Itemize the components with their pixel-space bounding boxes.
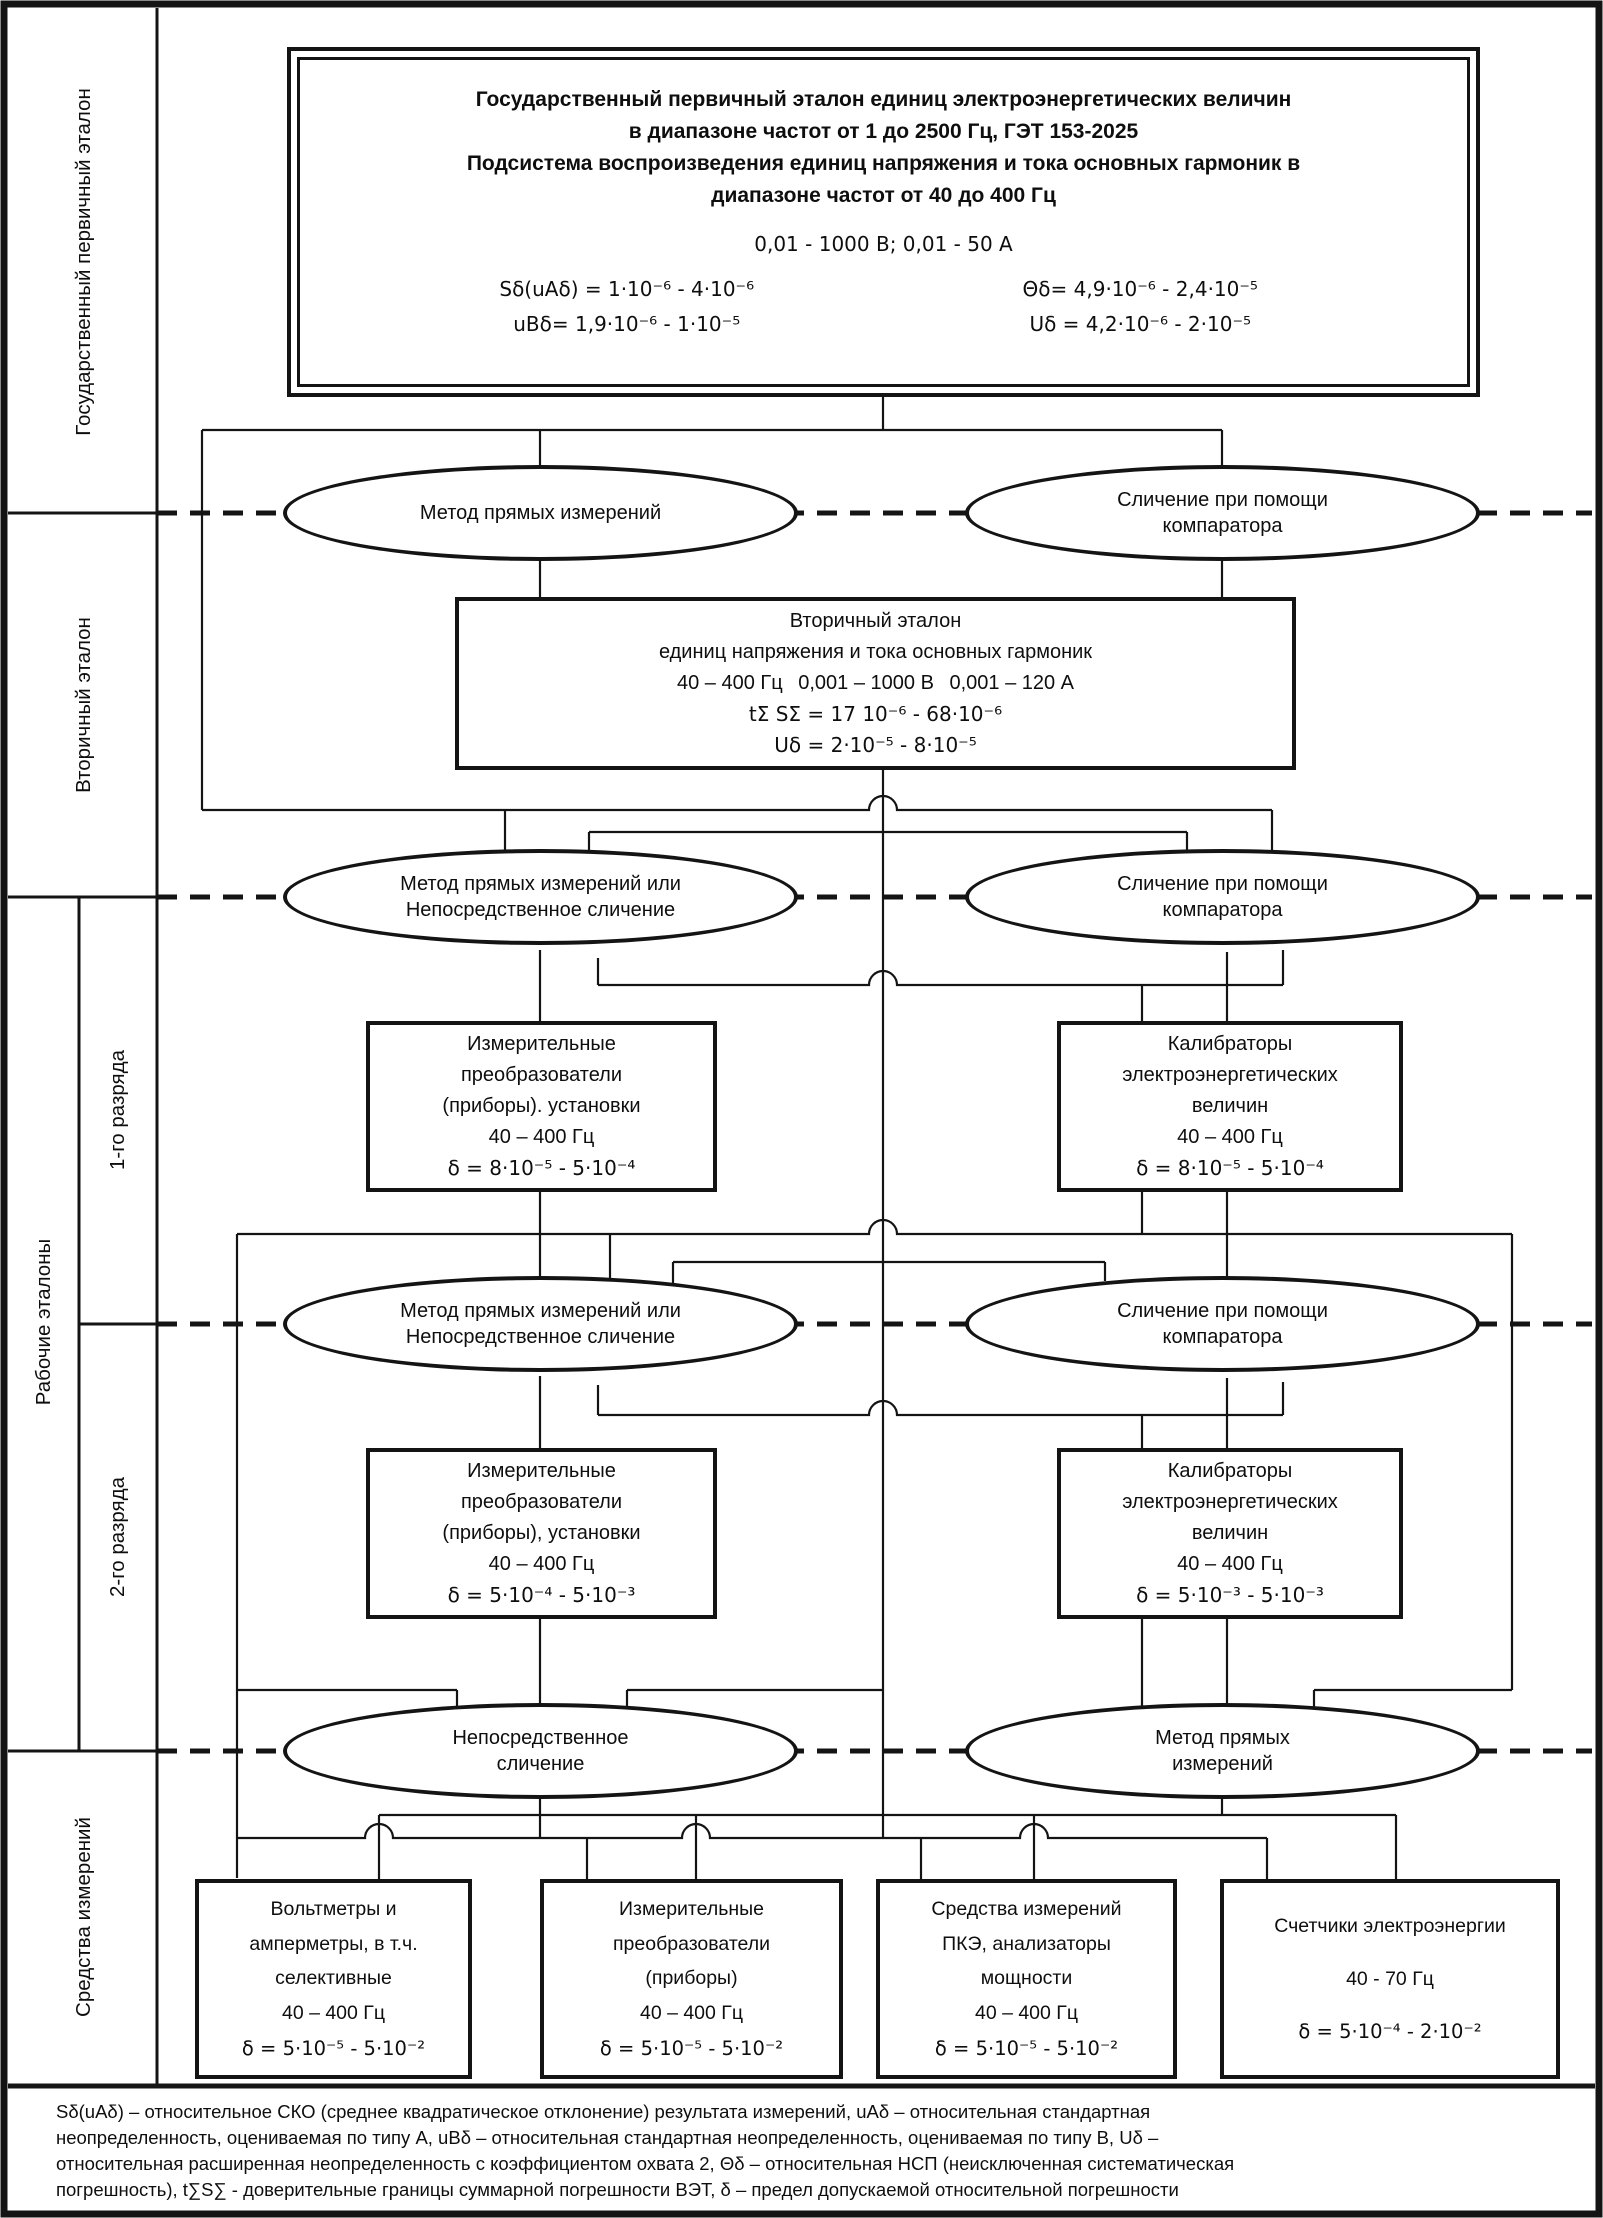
primary-standard-uncertainties: Sδ(uAδ) = 1·10⁻⁶ - 4·10⁻⁶ uBδ= 1,9·10⁻⁶ … <box>499 277 1258 336</box>
sidebar-label-instruments: Средства измерений <box>72 1817 95 2017</box>
footnote-legend: Sδ(uAδ) – относительное СКО (среднее ква… <box>56 2101 1235 2200</box>
rank2-calibrators-box: Калибраторы электроэнергетических величи… <box>1057 1448 1403 1619</box>
rank2-measuring-converters-box: Измерительные преобразователи (приборы),… <box>366 1448 717 1619</box>
primary-standard-title: Государственный первичный эталон единиц … <box>466 88 1301 207</box>
instrument-electricity-meters-box: Счетчики электроэнергии 40 - 70 Гц δ = 5… <box>1220 1879 1560 2079</box>
oval-direct-comparison-row4: Непосредственное сличение <box>283 1703 798 1799</box>
secondary-standard-box: Вторичный эталон единиц напряжения и ток… <box>455 597 1296 770</box>
sidebar-label-primary-standard: Государственный первичный эталон <box>72 88 95 436</box>
oval-direct-measurement-method-row1: Метод прямых измерений <box>283 465 798 561</box>
instrument-power-quality-analyzers-box: Средства измерений ПКЭ, анализаторы мощн… <box>876 1879 1177 2079</box>
instrument-voltmeters-ammeters-box: Вольтметры и амперметры, в т.ч. селектив… <box>195 1879 472 2079</box>
instrument-measuring-converters-box: Измерительные преобразователи (приборы) … <box>540 1879 843 2079</box>
oval-direct-measurement-or-comparison-row3: Метод прямых измерений или Непосредствен… <box>283 1276 798 1372</box>
oval-direct-measurement-or-comparison-row2: Метод прямых измерений или Непосредствен… <box>283 849 798 945</box>
sidebar-label-secondary-standard: Вторичный эталон <box>72 617 95 793</box>
primary-standard-range: 0,01 - 1000 В; 0,01 - 50 А <box>754 232 1013 256</box>
sidebar-label-rank-1: 1-го разряда <box>106 1050 129 1170</box>
rank1-calibrators-box: Калибраторы электроэнергетических величи… <box>1057 1021 1403 1192</box>
oval-direct-measurement-method-row4: Метод прямых измерений <box>965 1703 1480 1799</box>
primary-standard-box: Государственный первичный эталон единиц … <box>287 47 1480 397</box>
oval-comparator-comparison-row3: Сличение при помощи компаратора <box>965 1276 1480 1372</box>
sidebar-label-rank-2: 2-го разряда <box>106 1477 129 1597</box>
rank1-measuring-converters-box: Измерительные преобразователи (приборы).… <box>366 1021 717 1192</box>
sidebar-label-working-standards: Рабочие эталоны <box>32 1238 55 1406</box>
oval-comparator-comparison-row1: Сличение при помощи компаратора <box>965 465 1480 561</box>
oval-comparator-comparison-row2: Сличение при помощи компаратора <box>965 849 1480 945</box>
primary-standard-inner-border: Государственный первичный эталон единиц … <box>297 57 1470 387</box>
